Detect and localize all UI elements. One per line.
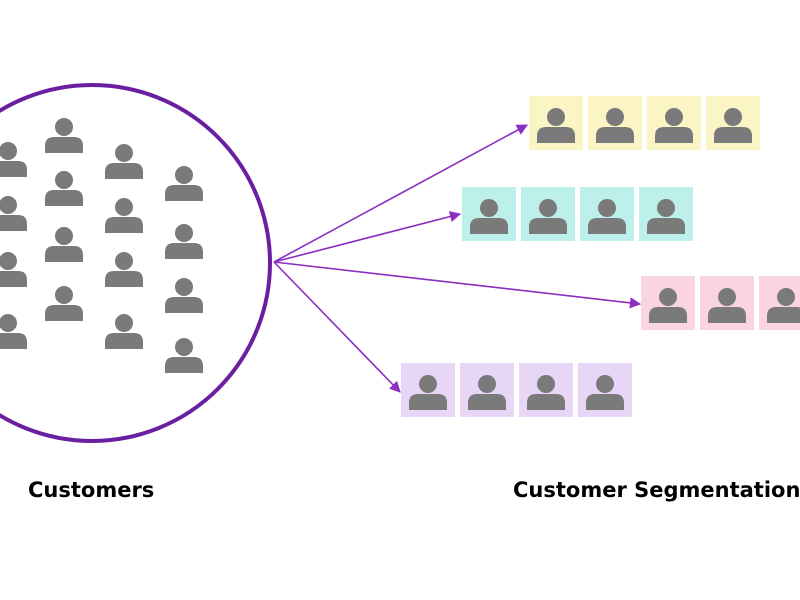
- person-icon: [165, 224, 203, 259]
- person-icon: [586, 375, 624, 410]
- segment-lavender: [401, 363, 632, 417]
- person-icon: [165, 166, 203, 201]
- person-icon: [45, 171, 83, 206]
- arrow-to-segment-teal: [273, 211, 462, 263]
- person-icon: [588, 199, 626, 234]
- customers-label: Customers: [28, 478, 155, 502]
- person-icon: [409, 375, 447, 410]
- person-icon: [165, 338, 203, 373]
- person-icon: [105, 314, 143, 349]
- customer-segmentation-label: Customer Segmentation: [513, 478, 800, 502]
- person-icon: [165, 278, 203, 313]
- person-icon: [537, 108, 575, 143]
- person-icon: [767, 288, 800, 323]
- person-icon: [649, 288, 687, 323]
- person-icon: [647, 199, 685, 234]
- person-icon: [105, 144, 143, 179]
- person-icon: [0, 196, 27, 231]
- arrow-to-segment-yellow: [273, 124, 528, 263]
- person-icon: [527, 375, 565, 410]
- person-icon: [596, 108, 634, 143]
- person-icon: [529, 199, 567, 234]
- segment-pink: [641, 276, 800, 330]
- customers-circle: [0, 83, 272, 443]
- person-icon: [708, 288, 746, 323]
- person-icon: [105, 252, 143, 287]
- person-icon: [45, 118, 83, 153]
- person-icon: [105, 198, 143, 233]
- person-icon: [714, 108, 752, 143]
- arrow-to-segment-lavender: [273, 261, 401, 393]
- person-icon: [470, 199, 508, 234]
- person-icon: [45, 286, 83, 321]
- person-icon: [0, 142, 27, 177]
- arrow-to-segment-pink: [273, 261, 642, 309]
- segment-yellow: [529, 96, 760, 150]
- person-icon: [0, 252, 27, 287]
- person-icon: [468, 375, 506, 410]
- person-icon: [45, 227, 83, 262]
- person-icon: [0, 314, 27, 349]
- person-icon: [655, 108, 693, 143]
- segment-teal: [462, 187, 693, 241]
